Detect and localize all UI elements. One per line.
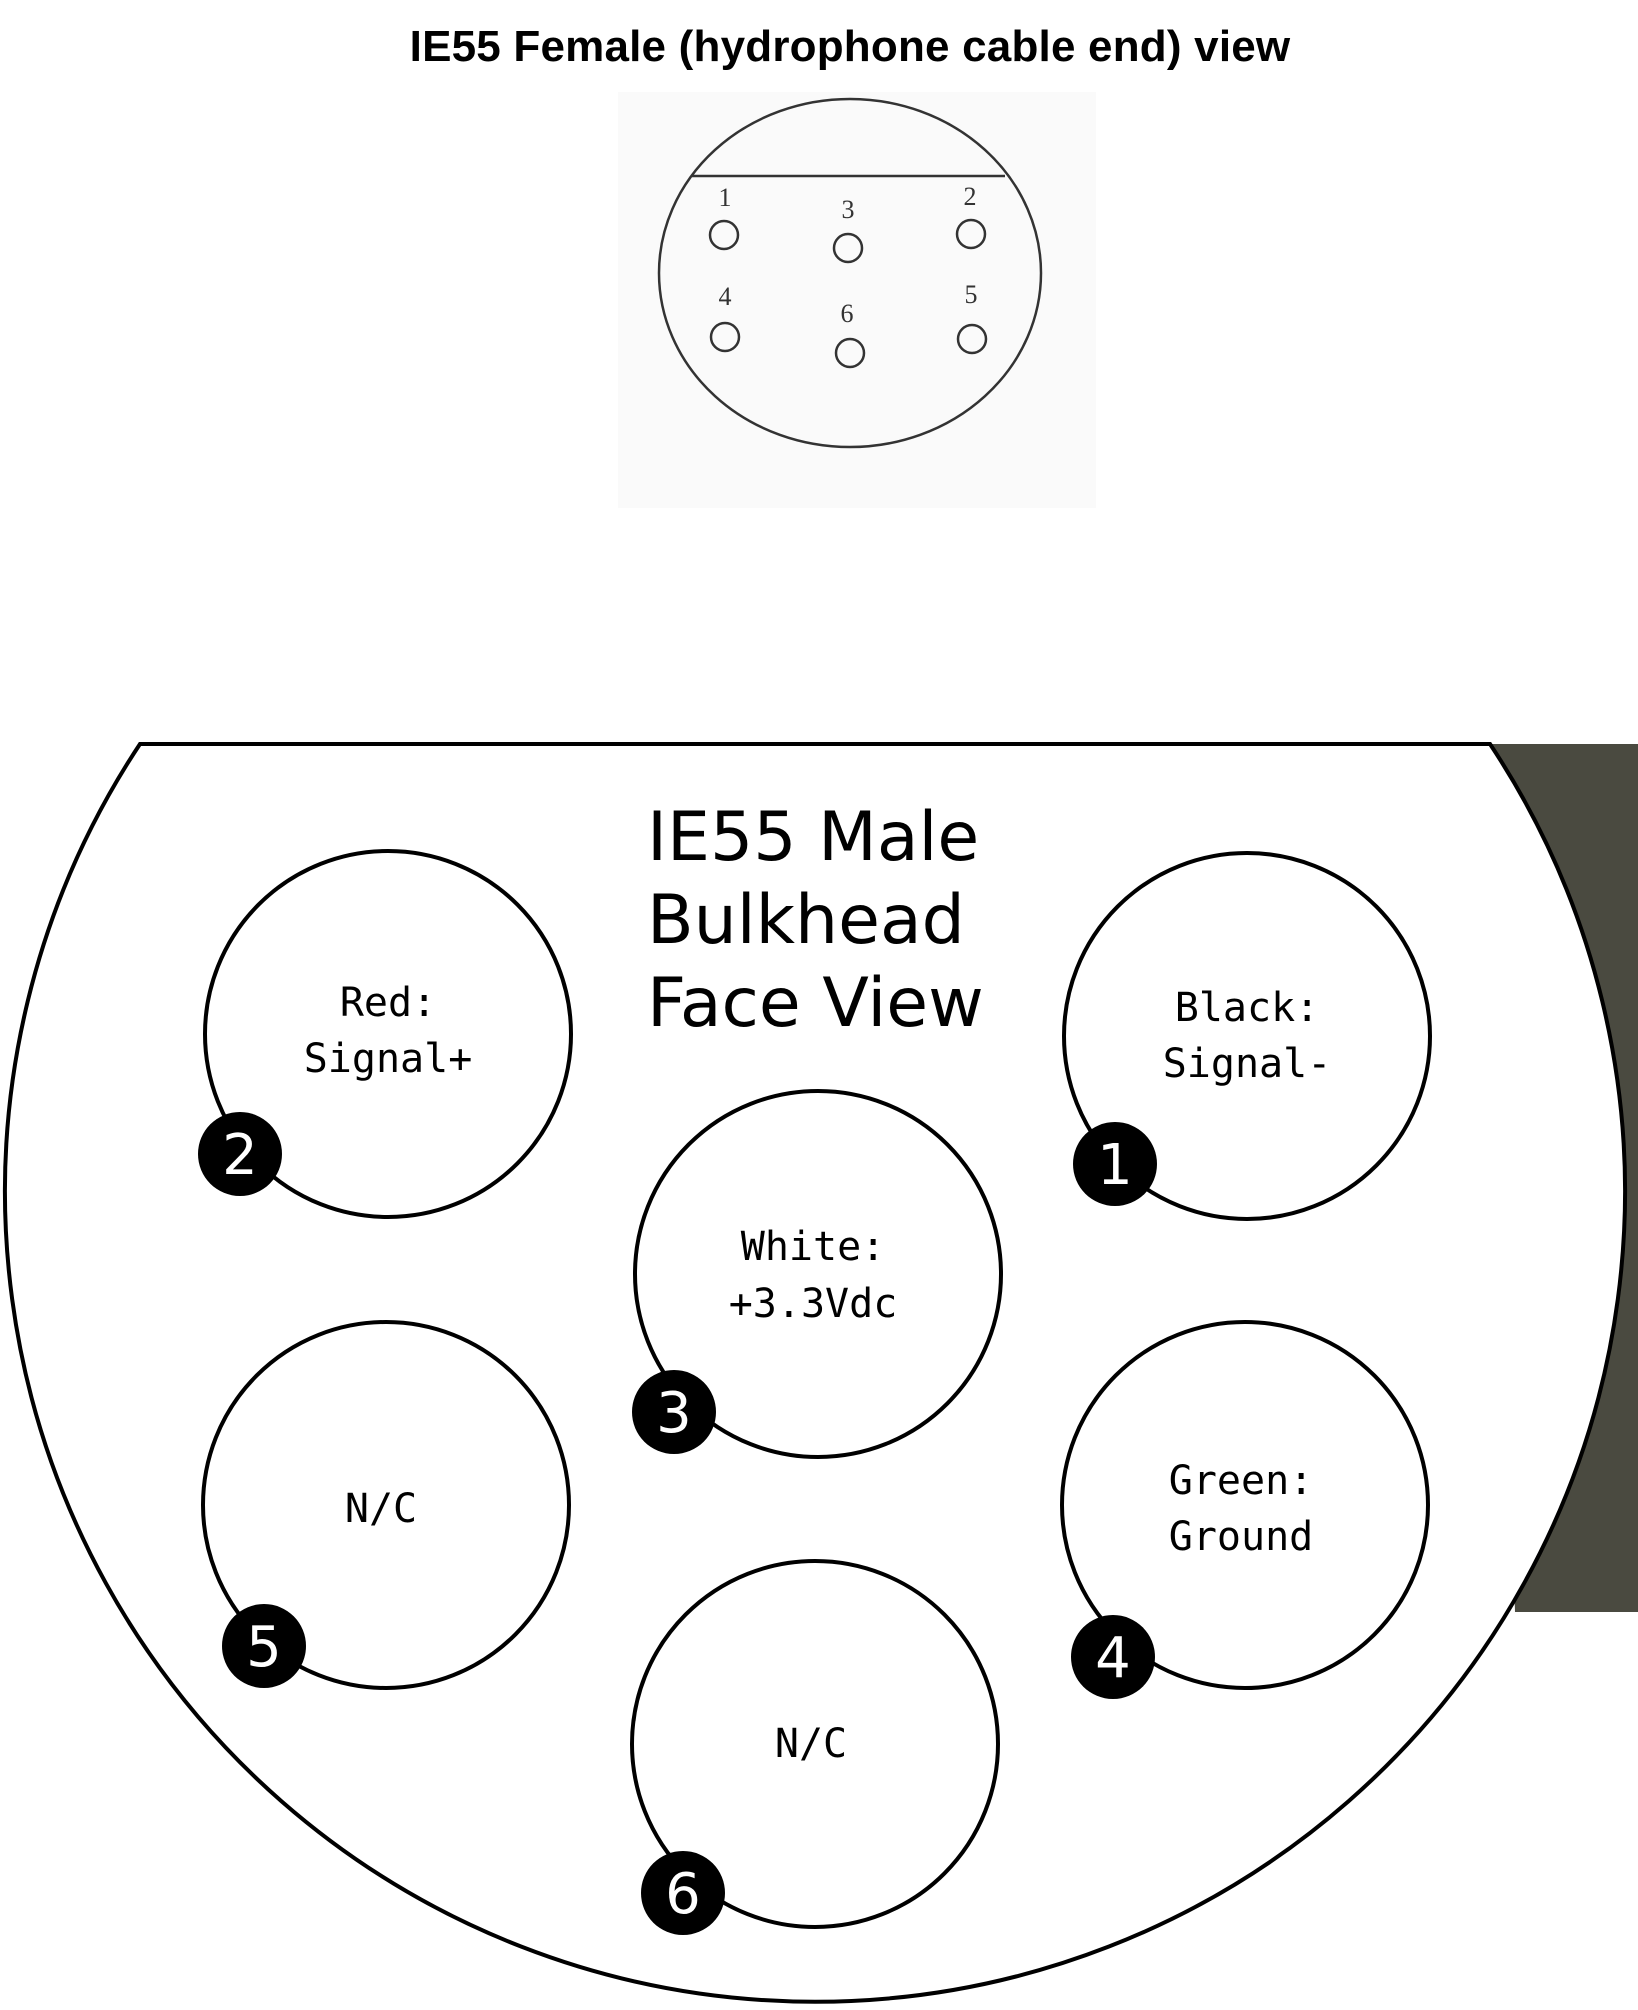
pin-1-badge: 1	[1073, 1122, 1157, 1206]
pin-4-label-line-1: Green:	[1169, 1458, 1314, 1504]
pin-1-label-line-1: Black:	[1175, 985, 1320, 1031]
pin-1-number: 1	[1097, 1133, 1133, 1198]
pin-6-number: 6	[665, 1862, 701, 1927]
female-pin-hole-2	[955, 218, 987, 250]
pin-5-label: N/C	[345, 1486, 417, 1532]
pin-6-circle	[630, 1559, 1000, 1929]
pin-1-label-line-2: Signal-	[1163, 1041, 1332, 1087]
pin-2-circle	[203, 849, 573, 1219]
female-connector	[657, 97, 1043, 449]
pin-1-circle	[1062, 851, 1432, 1221]
female-pin-number-3: 3	[842, 195, 855, 224]
pin-3-label-line-2: +3.3Vdc	[729, 1281, 898, 1327]
pin-4-circle	[1060, 1320, 1430, 1690]
pin-3-badge: 3	[632, 1370, 716, 1454]
female-pin-number-5: 5	[965, 280, 978, 309]
male-view-title-line-1: IE55 Male	[647, 798, 979, 877]
pin-2-number: 2	[222, 1123, 258, 1188]
male-view-title-line-3: Face View	[647, 964, 984, 1043]
female-pin-hole-6	[834, 337, 866, 369]
female-pin-hole-3	[832, 232, 864, 264]
female-connector-outline	[657, 97, 1043, 449]
pin-3-label-line-1: White:	[741, 1224, 886, 1270]
female-pin-hole-5	[956, 323, 988, 355]
pin-5-circle	[201, 1320, 571, 1690]
pin-4-badge: 4	[1071, 1615, 1155, 1699]
pin-2-label-line-2: Signal+	[304, 1036, 473, 1082]
pin-4-number: 4	[1095, 1626, 1131, 1691]
pin-6-badge: 6	[641, 1851, 725, 1935]
female-view-title: IE55 Female (hydrophone cable end) view	[409, 22, 1291, 71]
female-pin-number-6: 6	[841, 299, 854, 328]
pin-5-badge: 5	[222, 1604, 306, 1688]
pin-4-label-line-2: Ground	[1169, 1514, 1314, 1560]
female-image-background	[618, 92, 1096, 508]
female-pin-number-4: 4	[719, 282, 732, 311]
female-pin-number-2: 2	[964, 182, 977, 211]
pin-2-label-line-1: Red:	[340, 980, 436, 1026]
pin-5-number: 5	[246, 1615, 282, 1680]
male-view-title-line-2: Bulkhead	[647, 881, 965, 960]
female-pin-number-1: 1	[719, 183, 732, 212]
pin-3-number: 3	[656, 1381, 692, 1446]
pin-2-badge: 2	[198, 1112, 282, 1196]
female-pin-hole-1	[708, 219, 740, 251]
pin-3-circle	[633, 1089, 1003, 1459]
pin-6-label: N/C	[775, 1721, 847, 1767]
female-pin-hole-4	[709, 321, 741, 353]
